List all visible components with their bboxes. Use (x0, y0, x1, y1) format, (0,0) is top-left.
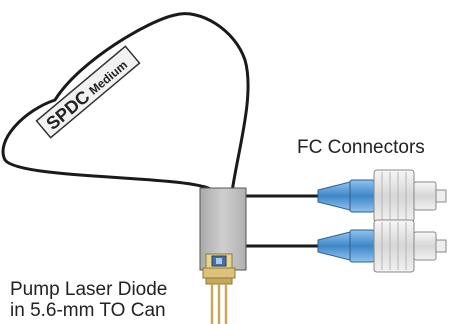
spdc-medium: SPDC Medium (35, 45, 141, 139)
connector-tip-top (413, 181, 437, 211)
connector-tip-bottom (413, 231, 437, 261)
connector-ferrule-top (349, 179, 375, 213)
fc-connectors-label: FC Connectors (297, 137, 425, 158)
connector-boot-bottom (317, 231, 351, 261)
fc-connector-top (317, 169, 447, 223)
fiber-loop (1, 12, 250, 194)
connector-nut-bottom (373, 219, 415, 273)
connector-ferrule-bottom (349, 229, 375, 263)
pump-laser-label-line2: in 5.6-mm TO Can (10, 300, 166, 321)
connector-nut-top (373, 169, 415, 223)
pump-laser-label-line1: Pump Laser Diode (10, 279, 168, 300)
fc-connector-bottom (317, 219, 447, 273)
connector-boot-top (317, 181, 351, 211)
pump-laser-diode (202, 253, 236, 324)
